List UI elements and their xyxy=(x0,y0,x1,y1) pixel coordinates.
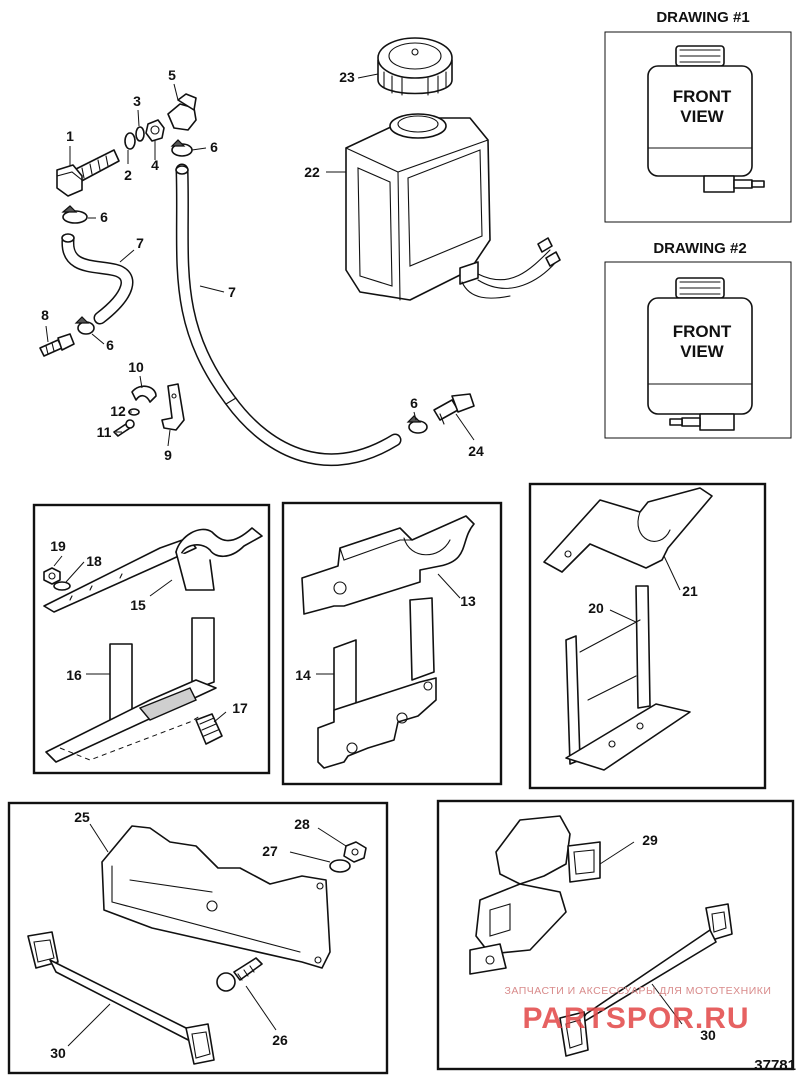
watermark: ЗАПЧАСТИ И АКСЕССУАРЫ ДЛЯ МОТОТЕХНИКИ PA… xyxy=(505,985,772,1035)
filler-cap-part-23 xyxy=(377,37,453,96)
callout-25: 25 xyxy=(74,809,90,825)
strap-part-30-right xyxy=(559,903,733,1057)
callout-11: 11 xyxy=(97,424,112,440)
screw-part-11 xyxy=(113,419,135,437)
strap-part-30-left xyxy=(27,931,215,1065)
callout-6c: 6 xyxy=(106,337,114,353)
oil-reservoir-part-22 xyxy=(345,113,561,301)
callout-20: 20 xyxy=(588,600,604,616)
bracket-box-15-19 xyxy=(32,503,271,775)
callout-29: 29 xyxy=(642,832,658,848)
p-clip-part-10 xyxy=(131,385,157,403)
drawing-2-front-label: FRONT xyxy=(673,322,732,341)
callout-5: 5 xyxy=(168,67,176,83)
bracket-box-13-14 xyxy=(281,501,503,786)
callout-6d: 6 xyxy=(410,395,418,411)
drawing-1-frame xyxy=(604,31,792,223)
bracket-part-16 xyxy=(45,617,217,763)
drawing-1-panel: DRAWING #1 FRONT VIEW xyxy=(604,9,792,223)
elbow-part-5 xyxy=(167,93,197,131)
callout-18: 18 xyxy=(86,553,102,569)
clip-bracket-part-9 xyxy=(161,383,185,431)
callout-23: 23 xyxy=(339,69,355,85)
bracket-part-14 xyxy=(317,597,437,769)
hose-clamp-6d xyxy=(406,415,428,434)
elbow-fitting-part-1 xyxy=(56,149,120,197)
callout-28: 28 xyxy=(294,816,310,832)
callout-7a: 7 xyxy=(136,235,144,251)
washer-part-2 xyxy=(124,132,136,150)
nut-part-19 xyxy=(43,567,61,585)
callout-22: 22 xyxy=(304,164,320,180)
bracket-part-25 xyxy=(101,825,331,969)
barb-fitting-part-8 xyxy=(39,333,75,357)
barbed-fitting-part-24 xyxy=(433,393,475,425)
bracket-box-25-30 xyxy=(7,801,389,1075)
bracket-box-29-30 xyxy=(436,799,795,1071)
callout-17: 17 xyxy=(232,700,248,716)
washer-part-18 xyxy=(53,581,71,591)
drawing-2-panel: DRAWING #2 FRONT VIEW xyxy=(604,240,792,439)
bolt-part-26 xyxy=(216,957,263,992)
bracket-part-21 xyxy=(543,487,713,573)
bracket-part-20 xyxy=(565,585,691,771)
hose-clamp-6a xyxy=(170,139,193,157)
callout-13: 13 xyxy=(460,593,476,609)
callout-6a: 6 xyxy=(210,139,218,155)
callout-4: 4 xyxy=(151,157,159,173)
drawing-1-front-label: FRONT xyxy=(673,87,732,106)
bracket-part-13 xyxy=(301,515,475,615)
callout-2: 2 xyxy=(124,167,132,183)
callout-27: 27 xyxy=(262,843,278,859)
callout-14: 14 xyxy=(295,667,311,683)
drawing-2-title: DRAWING #2 xyxy=(653,240,746,257)
callout-30b: 30 xyxy=(700,1027,716,1043)
callout-8: 8 xyxy=(41,307,49,323)
callout-24: 24 xyxy=(468,443,484,459)
reservoir-group xyxy=(345,37,561,301)
bracket-part-29 xyxy=(469,815,601,975)
lockwasher-part-3 xyxy=(135,126,145,142)
nut-part-28 xyxy=(343,841,367,863)
hose-clamp-6c xyxy=(74,316,95,335)
callout-19: 19 xyxy=(50,538,66,554)
leader-lines xyxy=(45,73,683,1047)
short-hose-part-7 xyxy=(61,233,134,325)
callout-9: 9 xyxy=(164,447,172,463)
callout-10: 10 xyxy=(128,359,144,375)
washer-part-27 xyxy=(329,859,351,873)
callout-labels: 1 2 3 4 5 6 6 7 7 8 6 10 12 11 9 6 24 22… xyxy=(41,67,698,1061)
callout-1: 1 xyxy=(66,128,74,144)
drawing-1-view-label: VIEW xyxy=(680,107,724,126)
callout-6b: 6 xyxy=(100,209,108,225)
callout-21: 21 xyxy=(682,583,698,599)
callout-3: 3 xyxy=(133,93,141,109)
long-hose-part-7 xyxy=(175,163,402,467)
watermark-tagline: ЗАПЧАСТИ И АКСЕССУАРЫ ДЛЯ МОТОТЕХНИКИ xyxy=(505,985,772,997)
figure-number: 37781 xyxy=(754,1057,796,1074)
bracket-box-20-21 xyxy=(528,482,767,790)
callout-30a: 30 xyxy=(50,1045,66,1061)
watermark-logo: PARTSPOR.RU xyxy=(522,1002,749,1035)
drawing-2-view-label: VIEW xyxy=(680,342,724,361)
drawing-2-frame xyxy=(604,261,792,439)
hose-clamp-6b xyxy=(61,205,88,224)
bracket-part-15 xyxy=(43,527,263,613)
callout-16: 16 xyxy=(66,667,82,683)
callout-26: 26 xyxy=(272,1032,288,1048)
callout-15: 15 xyxy=(130,597,146,613)
callout-12: 12 xyxy=(110,403,126,419)
spring-part-17 xyxy=(195,713,223,745)
hose-assembly-group xyxy=(39,93,475,467)
callout-7b: 7 xyxy=(228,284,236,300)
nut-part-4 xyxy=(145,119,165,142)
drawing-1-title: DRAWING #1 xyxy=(656,9,749,26)
